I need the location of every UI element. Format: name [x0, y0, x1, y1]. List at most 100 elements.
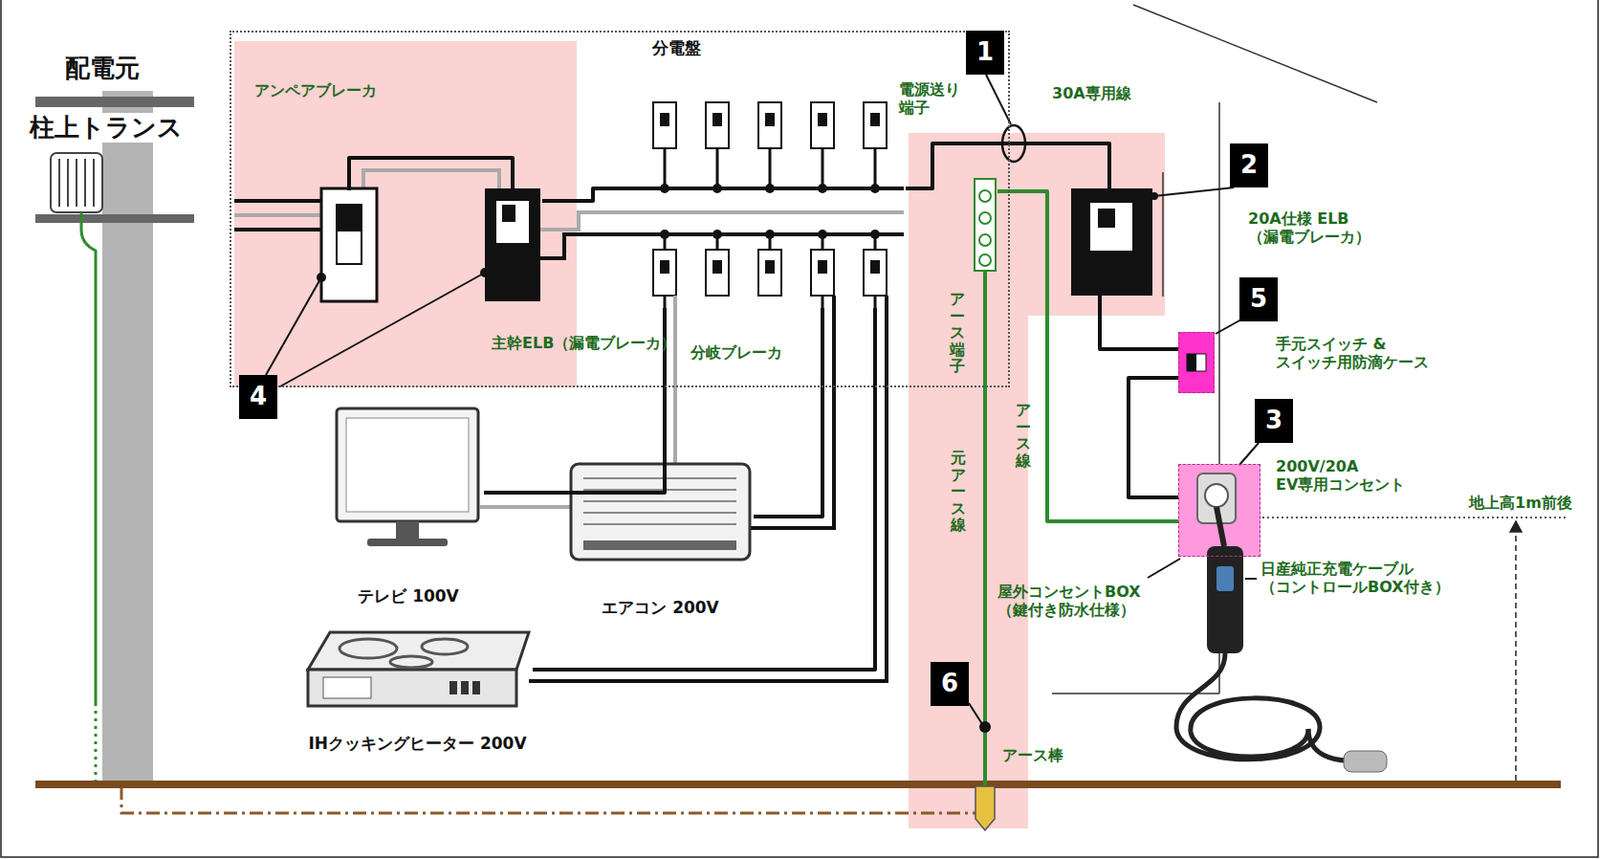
- tv-illustration: [336, 408, 479, 522]
- label: 日産純正充電ケーブル （コントロールBOX付き）: [1260, 559, 1464, 596]
- node-label: 20A仕様 ELB （漏電ブレーカ）: [1248, 209, 1382, 246]
- label: アース線: [1015, 401, 1031, 469]
- main-elb: [502, 204, 516, 222]
- node-label: エアコン 200V: [567, 597, 754, 617]
- pole-transformer: [50, 153, 103, 213]
- utility-pole: [102, 90, 154, 787]
- main-elb: [484, 188, 541, 302]
- aircon-illustration: [583, 523, 737, 526]
- bus-taps: [664, 295, 876, 308]
- hand-switch-case: [1178, 331, 1215, 394]
- leader-lines: [1239, 442, 1259, 465]
- branch-breakers: [817, 260, 828, 274]
- label: 30A専用線: [1052, 84, 1132, 103]
- earth-terminal: アース端子: [976, 180, 998, 273]
- branch-breakers: [758, 249, 782, 296]
- leader-dots: [316, 192, 1159, 283]
- transformer-earth: [121, 786, 981, 813]
- tv: テレビ 100V: [332, 408, 484, 612]
- pole-transformer: [92, 158, 95, 207]
- tv-illustration: [367, 538, 448, 547]
- earth-terminal: [974, 178, 996, 271]
- branch-breakers: [705, 249, 729, 296]
- power-wire: [1099, 295, 1179, 350]
- height-marker: [1510, 521, 1522, 532]
- ih-illustration: [390, 656, 433, 668]
- ampere-breaker: [336, 204, 362, 264]
- bus-dots: [817, 229, 828, 240]
- node-label: 屋外コンセントBOX （鍵付き防水仕様）: [997, 582, 1176, 619]
- height-marker: [1262, 517, 1569, 781]
- main-elb: [496, 200, 529, 243]
- ampere-breaker: [321, 188, 377, 302]
- branch-breakers: [765, 260, 775, 274]
- callout-number: 3: [1254, 398, 1294, 443]
- distribution-board: 分電盤アンペアブレーカ主幹ELB（漏電ブレーカ）分岐ブレーカアース端子: [229, 30, 1010, 388]
- branch-breakers: [653, 249, 677, 296]
- charging-cable: [1216, 506, 1225, 547]
- callout-number: 5: [1239, 277, 1278, 322]
- branch-breakers: [659, 112, 670, 127]
- leader-lines: [265, 74, 1259, 724]
- aircon-illustration: [583, 511, 737, 514]
- label: 電源送り 端子: [898, 80, 966, 117]
- charging-cable: [1176, 506, 1387, 772]
- branch-breakers: [863, 102, 887, 149]
- bus-dots: [712, 183, 723, 194]
- ih-illustration: [421, 638, 468, 655]
- earth-line-and-rod: [975, 270, 995, 831]
- branch-breakers: [712, 260, 723, 274]
- height-marker: [1262, 516, 1569, 519]
- leader-lines: [986, 74, 1011, 125]
- charging-cable: [1308, 728, 1349, 761]
- branch-breakers: [705, 102, 729, 149]
- charging-cable: [1206, 546, 1244, 654]
- branch-breakers: [870, 260, 880, 274]
- callout-number: 6: [930, 661, 969, 706]
- elb-20a: [1090, 202, 1133, 251]
- branch-breakers: [653, 102, 677, 149]
- earth-terminal: [979, 212, 991, 224]
- aircon-illustration: [583, 540, 737, 550]
- elb-20a: [1071, 172, 1163, 297]
- bus-dots: [659, 229, 670, 240]
- ev-outlet-box: 200V/20A EV専用コンセント屋外コンセントBOX （鍵付き防水仕様）: [1178, 463, 1261, 557]
- node-label: 手元スイッチ & スイッチ用防滴ケース: [1275, 334, 1447, 372]
- incoming-wires: [540, 212, 904, 230]
- label: 柱上トランス: [26, 112, 186, 143]
- power-wire: [753, 307, 823, 517]
- transformer-earth: [94, 702, 98, 787]
- branch-breakers: [863, 249, 887, 296]
- callout-number: 2: [1229, 143, 1269, 188]
- leader-lines: [265, 277, 322, 375]
- earth-line-and-rod: [975, 786, 995, 831]
- transformer-earth: [81, 212, 96, 703]
- bus-dots: [765, 229, 775, 240]
- hand-switch-case: [1186, 353, 1197, 372]
- pole-transformer: [75, 158, 78, 207]
- elb-20a: 20A仕様 ELB （漏電ブレーカ）: [1071, 188, 1153, 296]
- leader-lines: [1154, 187, 1234, 197]
- return-wires: [749, 295, 834, 528]
- power-wire: [349, 157, 513, 191]
- branch-breakers: [817, 112, 828, 127]
- hand-switch-case: [1186, 353, 1206, 372]
- bus-dots: [870, 229, 880, 240]
- utility-pole: [35, 90, 195, 787]
- earth-wire: [997, 191, 1179, 522]
- main-elb: [484, 188, 541, 302]
- hand-switch-case: [1178, 331, 1215, 394]
- branch-breakers: [870, 112, 880, 127]
- callout-number: 4: [239, 374, 278, 419]
- return-wires: [528, 295, 887, 681]
- ground-line: [35, 780, 1561, 789]
- pole-transformer: [84, 158, 87, 207]
- bus-dots: [817, 183, 828, 194]
- incoming-wires: [234, 213, 322, 218]
- elb-20a: [1071, 188, 1153, 296]
- pole-transformer: [66, 158, 69, 207]
- branch-breaker-group: 分岐ブレーカ: [642, 92, 906, 308]
- node-label: 分電盤: [652, 38, 702, 58]
- ih-cooking-heater: IHクッキングヒーター 200V: [302, 626, 533, 766]
